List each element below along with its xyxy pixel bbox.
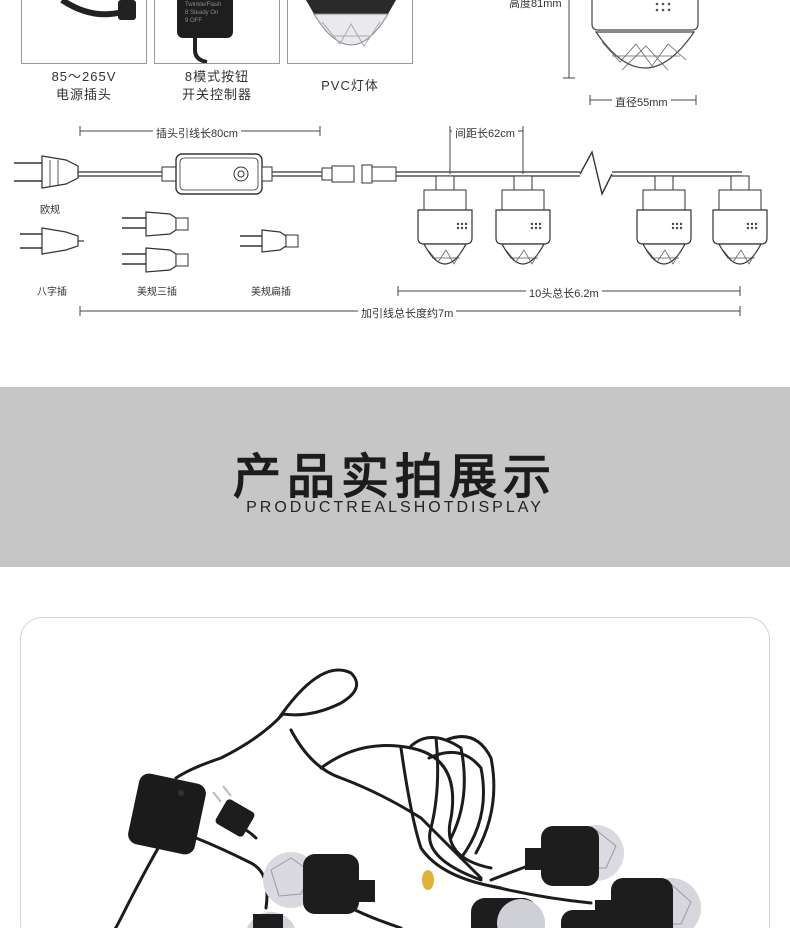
switch-controller-thumbnail: Twinkle/Flash 8 Steady On 9 OFF xyxy=(154,0,280,64)
product-photo-illustration xyxy=(113,668,701,928)
us-three-plug-drawing xyxy=(122,211,189,273)
spacing-label: 间距长62cm xyxy=(452,125,518,141)
figure8-plug-drawing xyxy=(20,227,84,255)
lamp-head-3 xyxy=(636,175,692,265)
photo-plug xyxy=(212,785,255,837)
svg-text:9 OFF: 9 OFF xyxy=(185,18,202,24)
total-heads-length-label: 10头总长6.2m xyxy=(526,285,602,301)
photo-lamp-3 xyxy=(595,878,701,928)
lamp-head-1 xyxy=(417,175,473,265)
diameter-label: 直径55mm xyxy=(612,94,671,110)
svg-text:Twinkle/Flash: Twinkle/Flash xyxy=(185,2,221,8)
controller-drawing xyxy=(161,153,273,195)
section-banner: 产品实拍展示 PRODUCTREALSHOTDISPLAY xyxy=(0,387,790,567)
label-line: 开关控制器 xyxy=(181,87,252,102)
label-line: 8模式按钮 xyxy=(184,69,250,84)
figure8-plug-label: 八字插 xyxy=(37,287,67,298)
plug-cable-length-label: 插头引线长80cm xyxy=(153,125,241,141)
photo-lamp-1 xyxy=(263,852,375,914)
lamp-head-4 xyxy=(712,175,768,265)
photo-lamp-4 xyxy=(471,898,621,928)
disco-bulb-icon xyxy=(306,0,396,47)
svg-text:8 Steady On: 8 Steady On xyxy=(185,10,218,16)
controller-icon: Twinkle/Flash 8 Steady On 9 OFF xyxy=(177,0,233,63)
eu-plug-label: 欧规 xyxy=(40,205,60,216)
label-line: 85～265V xyxy=(51,69,117,84)
us-flat-plug-label: 美规扁插 xyxy=(251,287,291,298)
us-three-plug-label: 美规三插 xyxy=(137,287,177,298)
lamp-head-2 xyxy=(495,175,551,265)
banner-title: 产品实拍展示 xyxy=(232,449,557,505)
height-label: 高度81mm xyxy=(506,0,565,11)
us-flat-plug-drawing xyxy=(240,229,299,253)
eu-plug-drawing xyxy=(14,155,79,189)
product-photo xyxy=(20,617,770,928)
pvc-lamp-thumbnail xyxy=(287,0,413,64)
photo-controller xyxy=(128,773,206,855)
total-length-label: 加引线总长度约7m xyxy=(358,305,457,321)
large-lamp-drawing xyxy=(563,0,699,105)
label-line: 电源插头 xyxy=(55,87,112,102)
switch-controller-label: 8模式按钮开关控制器 xyxy=(154,68,280,104)
banner-subtitle: PRODUCTREALSHOTDISPLAY xyxy=(246,499,544,516)
diagram-lines xyxy=(14,0,768,316)
power-plug-label: 85～265V 电源插头 xyxy=(21,68,147,104)
photo-lamp-2 xyxy=(525,825,624,886)
power-plug-thumbnail xyxy=(21,0,147,64)
power-plug-icon xyxy=(60,0,136,20)
spec-diagram: Twinkle/Flash 8 Steady On 9 OFF 85～265V 电… xyxy=(0,0,790,387)
photo-lamp-5 xyxy=(247,912,295,928)
pvc-lamp-label: PVC灯体 xyxy=(321,78,379,93)
